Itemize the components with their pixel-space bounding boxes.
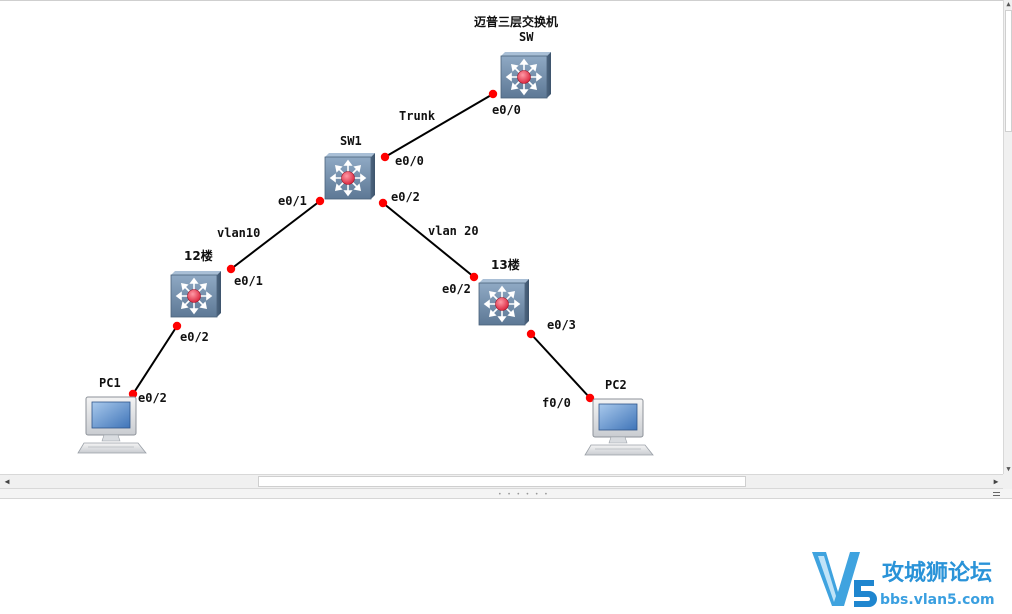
device-sw-cn-label: 迈普三层交换机 xyxy=(474,14,558,29)
scroll-left-icon[interactable]: ◀ xyxy=(4,477,10,486)
port-label: e0/2 xyxy=(180,330,209,344)
port-label: f0/0 xyxy=(542,396,571,410)
topology-diagram: 迈普三层交换机 SW SW1 12楼 13楼 PC1 PC2 Trunk vla… xyxy=(77,14,654,456)
port-label: e0/2 xyxy=(138,391,167,405)
device-12[interactable] xyxy=(170,270,222,318)
links xyxy=(132,93,591,399)
port-dot xyxy=(226,264,236,274)
vertical-scroll-thumb[interactable] xyxy=(1005,10,1012,132)
port-label: e0/0 xyxy=(395,154,424,168)
port-label: e0/2 xyxy=(442,282,471,296)
topology-canvas[interactable]: 迈普三层交换机 SW SW1 12楼 13楼 PC1 PC2 Trunk vla… xyxy=(0,0,1003,475)
link-label-vlan10: vlan10 xyxy=(217,226,260,240)
watermark-site: bbs.vlan5.com xyxy=(880,592,995,608)
watermark: 攻城狮论坛 bbs.vlan5.com xyxy=(812,552,995,608)
port-label: e0/3 xyxy=(547,318,576,332)
scrollbar-corner xyxy=(1003,474,1012,489)
scroll-right-icon[interactable]: ▶ xyxy=(993,477,999,486)
port-dot xyxy=(315,196,325,206)
horizontal-scrollbar[interactable]: ◀ ▶ xyxy=(0,474,1003,489)
port-label: e0/2 xyxy=(391,190,420,204)
device-13[interactable] xyxy=(478,278,530,326)
port-dot xyxy=(172,321,182,331)
device-pc2-label: PC2 xyxy=(605,378,627,392)
port-dot xyxy=(469,272,479,282)
scroll-down-icon[interactable]: ▼ xyxy=(1006,465,1011,473)
port-label: e0/1 xyxy=(234,274,263,288)
link-label-vlan20: vlan 20 xyxy=(428,224,479,238)
device-sw[interactable] xyxy=(500,51,552,99)
port-dot xyxy=(380,152,390,162)
device-sw1[interactable] xyxy=(324,152,376,200)
device-sw-label: SW xyxy=(519,30,534,44)
port-dot xyxy=(585,393,595,403)
device-pc1-label: PC1 xyxy=(99,376,121,390)
watermark-brand: 攻城狮论坛 xyxy=(882,560,992,586)
link-sw1-13[interactable] xyxy=(382,202,475,278)
port-label: e0/0 xyxy=(492,103,521,117)
horizontal-scroll-thumb[interactable] xyxy=(258,476,746,487)
port-dot xyxy=(488,89,498,99)
device-13-label: 13楼 xyxy=(491,257,520,272)
pane-splitter[interactable]: • • • • • • xyxy=(0,489,1012,499)
device-pc2[interactable] xyxy=(584,398,654,456)
v5-logo-icon xyxy=(812,552,877,607)
port-dot xyxy=(378,198,388,208)
port-dots xyxy=(128,89,595,403)
link-label-trunk: Trunk xyxy=(399,109,436,123)
scroll-up-icon[interactable]: ▲ xyxy=(1006,0,1011,8)
device-12-label: 12楼 xyxy=(184,248,213,263)
panel-menu-icon[interactable] xyxy=(993,492,1001,500)
splitter-grip-icon[interactable]: • • • • • • xyxy=(498,491,549,498)
link-12-pc1[interactable] xyxy=(132,325,178,395)
link-13-pc2[interactable] xyxy=(530,333,591,399)
link-sw-sw1[interactable] xyxy=(384,93,494,158)
port-dot xyxy=(526,329,536,339)
device-pc1[interactable] xyxy=(77,396,147,454)
device-sw1-label: SW1 xyxy=(340,134,362,148)
port-dot xyxy=(128,389,138,399)
link-sw1-12[interactable] xyxy=(230,200,321,270)
vertical-scrollbar[interactable]: ▲ ▼ xyxy=(1003,0,1012,474)
port-label: e0/1 xyxy=(278,194,307,208)
